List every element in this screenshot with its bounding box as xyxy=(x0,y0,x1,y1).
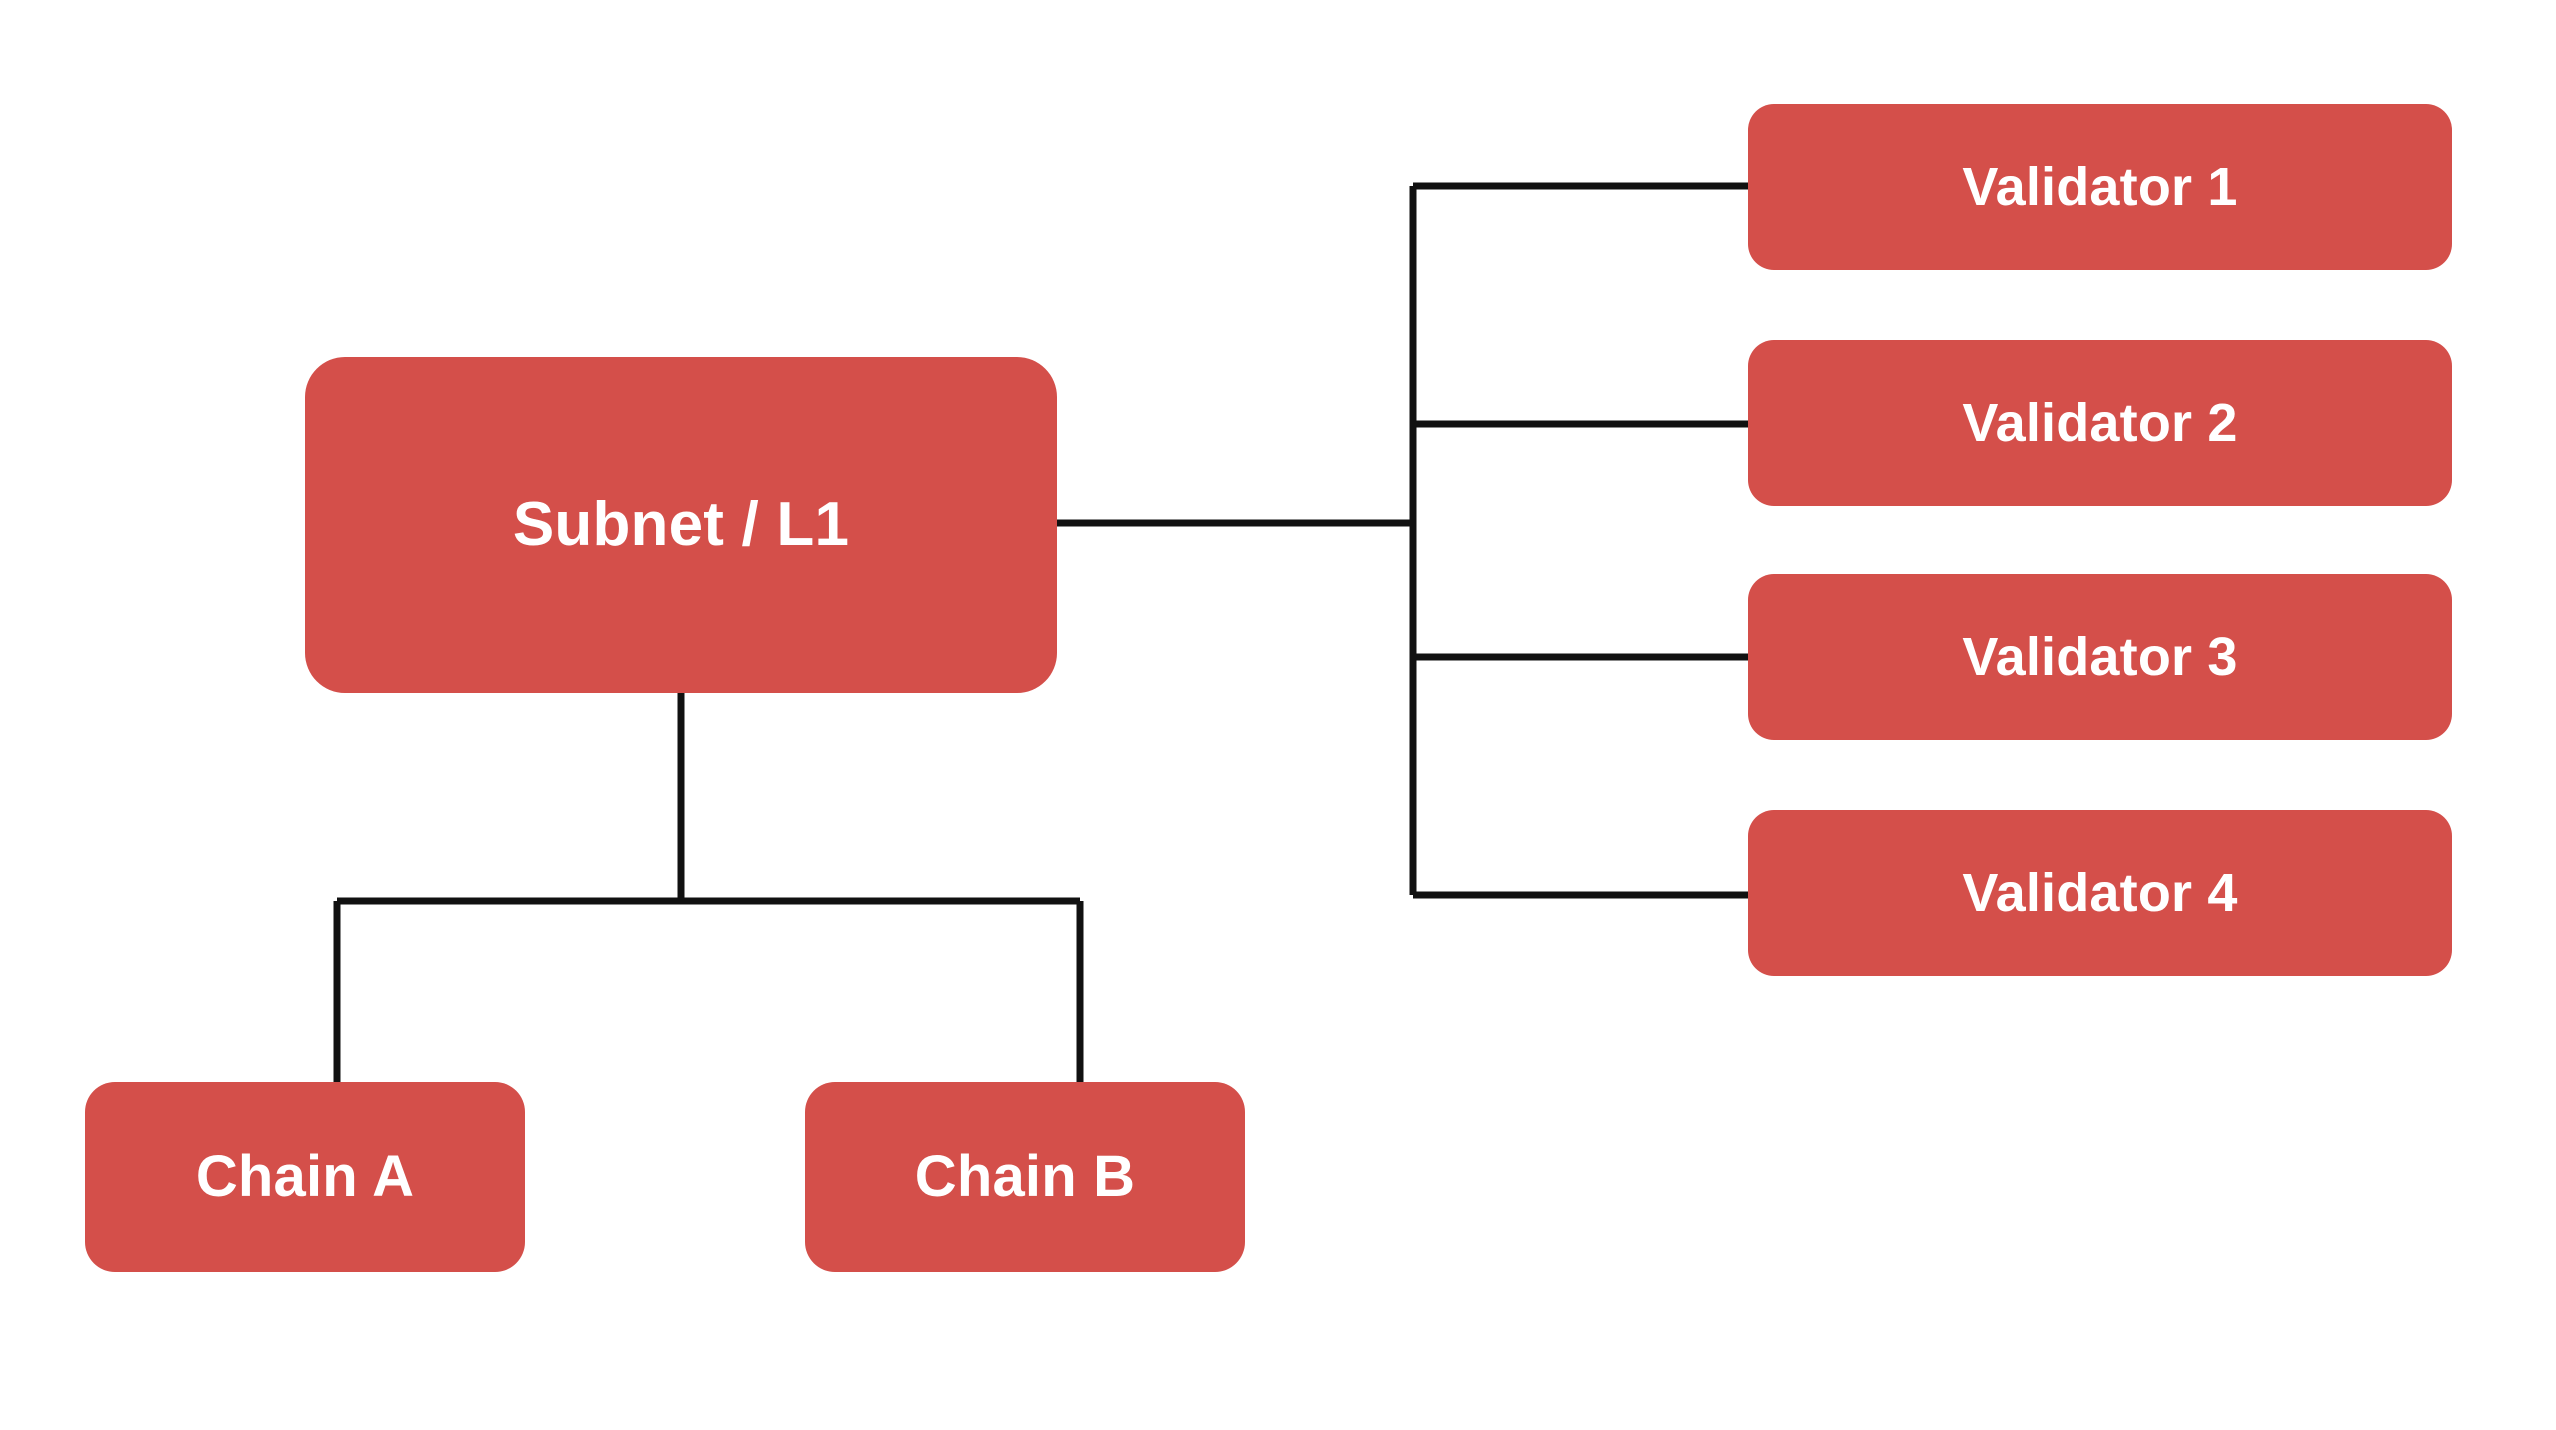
node-validator-1-label: Validator 1 xyxy=(1962,157,2238,217)
node-validator-4-label: Validator 4 xyxy=(1962,863,2238,923)
node-subnet-label: Subnet / L1 xyxy=(512,490,850,559)
node-validator-4[interactable]: Validator 4 xyxy=(1748,810,2452,976)
node-subnet[interactable]: Subnet / L1 xyxy=(305,357,1057,693)
node-validator-2-label: Validator 2 xyxy=(1962,393,2238,453)
node-chain-a-label: Chain A xyxy=(195,1144,415,1209)
node-chain-a[interactable]: Chain A xyxy=(85,1082,525,1272)
node-chain-b-label: Chain B xyxy=(914,1144,1136,1209)
node-chain-b[interactable]: Chain B xyxy=(805,1082,1245,1272)
node-validator-2[interactable]: Validator 2 xyxy=(1748,340,2452,506)
node-validator-1[interactable]: Validator 1 xyxy=(1748,104,2452,270)
node-validator-3-label: Validator 3 xyxy=(1962,627,2238,687)
node-validator-3[interactable]: Validator 3 xyxy=(1748,574,2452,740)
